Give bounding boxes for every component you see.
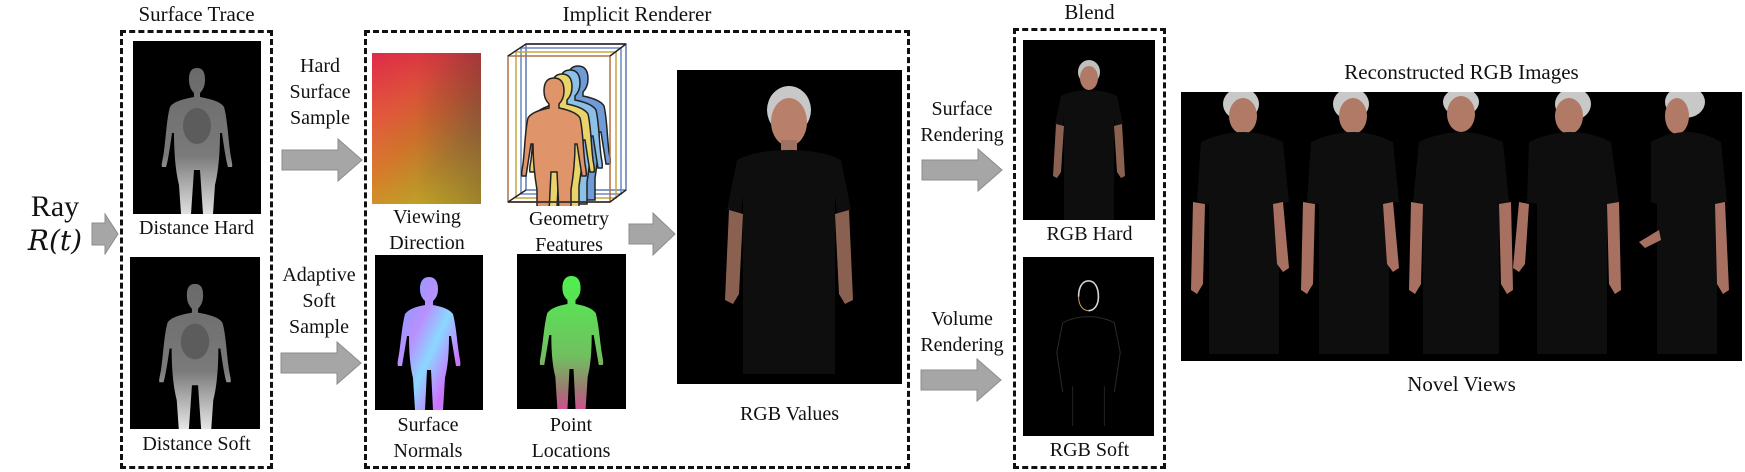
rgb-values-image — [677, 70, 902, 384]
blend-box — [1013, 28, 1166, 469]
distance-hard-image — [133, 41, 261, 214]
caption-line: Direction — [389, 232, 465, 254]
soft-label-line: Sample — [289, 316, 349, 338]
caption-line: Surface — [397, 414, 459, 436]
hard-label-line: Surface — [289, 81, 351, 103]
novel-view-figure — [1191, 92, 1289, 354]
ray-label: Ray — [30, 190, 80, 223]
viewing-direction-image — [372, 53, 481, 204]
geometry-features-icon — [507, 43, 627, 206]
caption-line: Geometry — [529, 208, 609, 230]
rgb-hard-image — [1023, 40, 1155, 220]
rendering-label-line: Rendering — [920, 334, 1004, 356]
point-locations-caption: Point Locations — [508, 412, 634, 464]
distance-soft-image — [130, 257, 260, 429]
caption-line: Features — [535, 234, 603, 256]
adaptive-soft-sample-label: Adaptive Soft Sample — [272, 262, 366, 340]
rgb-soft-image — [1023, 257, 1154, 436]
features-to-rgb-arrow-icon — [628, 212, 676, 256]
rgb-hard-caption: RGB Hard — [1046, 223, 1133, 245]
viewing-direction-caption: Viewing Direction — [366, 204, 488, 256]
rendering-label-line: Rendering — [920, 124, 1004, 146]
rendering-label-line: Volume — [931, 308, 993, 330]
caption-line: Locations — [531, 440, 611, 462]
surface-rendering-arrow-icon — [921, 148, 1003, 192]
hard-label-line: Sample — [290, 107, 350, 129]
blend-title: Blend — [1064, 0, 1115, 24]
implicit-renderer-box — [364, 30, 910, 469]
distance-soft-caption: Distance Soft — [142, 433, 251, 455]
ray-input-label: Ray R(t) — [10, 190, 100, 258]
ray-arrow-icon — [91, 213, 119, 255]
volume-rendering-label: Volume Rendering — [912, 306, 1012, 358]
point-locations-image — [517, 254, 626, 409]
hard-label-line: Hard — [300, 55, 340, 77]
surface-normals-image — [375, 255, 483, 410]
volume-rendering-arrow-icon — [920, 358, 1002, 402]
soft-label-line: Adaptive — [282, 264, 356, 286]
caption-line: Point — [549, 414, 593, 436]
caption-line: Normals — [393, 440, 463, 462]
rgb-values-caption: RGB Values — [739, 403, 840, 425]
geometry-features-caption: Geometry Features — [506, 206, 632, 258]
soft-sample-arrow-icon — [280, 341, 362, 385]
surface-trace-box — [120, 30, 273, 469]
novel-views-caption: Novel Views — [1407, 372, 1516, 396]
surface-rendering-label: Surface Rendering — [912, 96, 1012, 148]
rgb-soft-caption: RGB Soft — [1049, 439, 1130, 461]
surface-trace-title: Surface Trace — [138, 2, 255, 26]
soft-label-line: Soft — [302, 290, 336, 312]
novel-views-image — [1181, 92, 1742, 361]
reconstructed-rgb-images-title: Reconstructed RGB Images — [1344, 60, 1579, 84]
implicit-renderer-title: Implicit Renderer — [562, 2, 712, 26]
hard-surface-sample-label: Hard Surface Sample — [276, 53, 364, 131]
caption-line: Viewing — [393, 206, 461, 228]
surface-normals-caption: Surface Normals — [366, 412, 490, 464]
hard-sample-arrow-icon — [281, 138, 363, 182]
distance-hard-caption: Distance Hard — [139, 217, 254, 239]
rendering-label-line: Surface — [931, 98, 993, 120]
ray-math-label: R(t) — [27, 224, 83, 257]
